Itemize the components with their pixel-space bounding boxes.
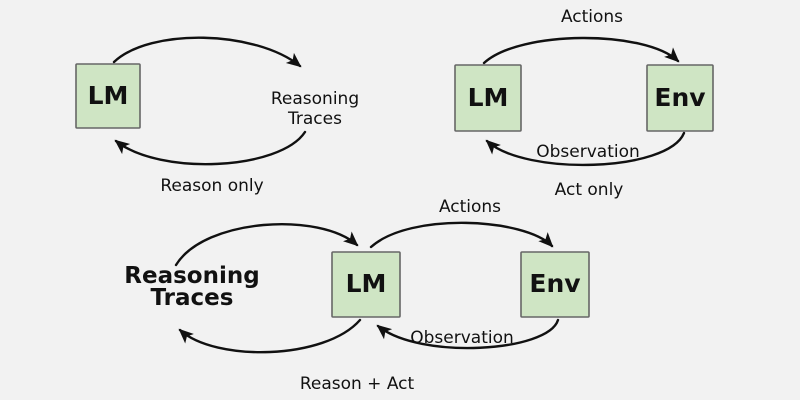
label-reasoning-traces-line1: Reasoning	[271, 89, 359, 109]
panel-reason-only: LM Reasoning Traces Reason only	[75, 36, 359, 196]
edge-traces-to-lm	[114, 130, 307, 166]
caption-act-only: Act only	[555, 180, 624, 200]
node-lm-reason-act-label: LM	[346, 269, 387, 298]
edge-lm-to-traces-reason-act	[178, 318, 362, 354]
node-env-act-only-label: Env	[654, 83, 705, 112]
node-lm-act-only-label: LM	[468, 83, 509, 112]
edge-traces-to-lm-reason-act	[174, 223, 359, 267]
label-observation-reason-act: Observation	[410, 328, 514, 348]
label-actions-act-only: Actions	[561, 7, 623, 27]
node-env-act-only	[646, 64, 714, 132]
edge-env-to-lm-observation	[485, 131, 686, 167]
node-lm-reason-only-label: LM	[88, 81, 129, 110]
edge-env-to-lm-reason-act	[376, 318, 560, 350]
label-reasoning-traces-line2: Traces	[287, 109, 342, 129]
edge-lm-to-traces	[112, 36, 302, 68]
panel-reason-act: LM Env Reasoning Traces Actions Observat…	[124, 197, 590, 394]
node-lm-reason-only	[75, 63, 141, 129]
edge-lm-to-env-actions	[482, 36, 680, 65]
caption-reason-only: Reason only	[160, 176, 263, 196]
edge-lm-to-env-reason-act	[369, 221, 554, 249]
panel-act-only: LM Env Actions Observation Act only	[454, 7, 714, 200]
label-reasoning-traces-line1-reason-act: Reasoning	[124, 263, 259, 289]
label-reasoning-traces-line2-reason-act: Traces	[151, 285, 234, 311]
node-env-reason-act-label: Env	[529, 269, 580, 298]
node-lm-reason-act	[331, 251, 401, 318]
label-observation-act-only: Observation	[536, 142, 640, 162]
caption-reason-act: Reason + Act	[300, 374, 415, 394]
node-env-reason-act	[520, 251, 590, 318]
node-lm-act-only	[454, 64, 522, 132]
label-actions-reason-act: Actions	[439, 197, 501, 217]
